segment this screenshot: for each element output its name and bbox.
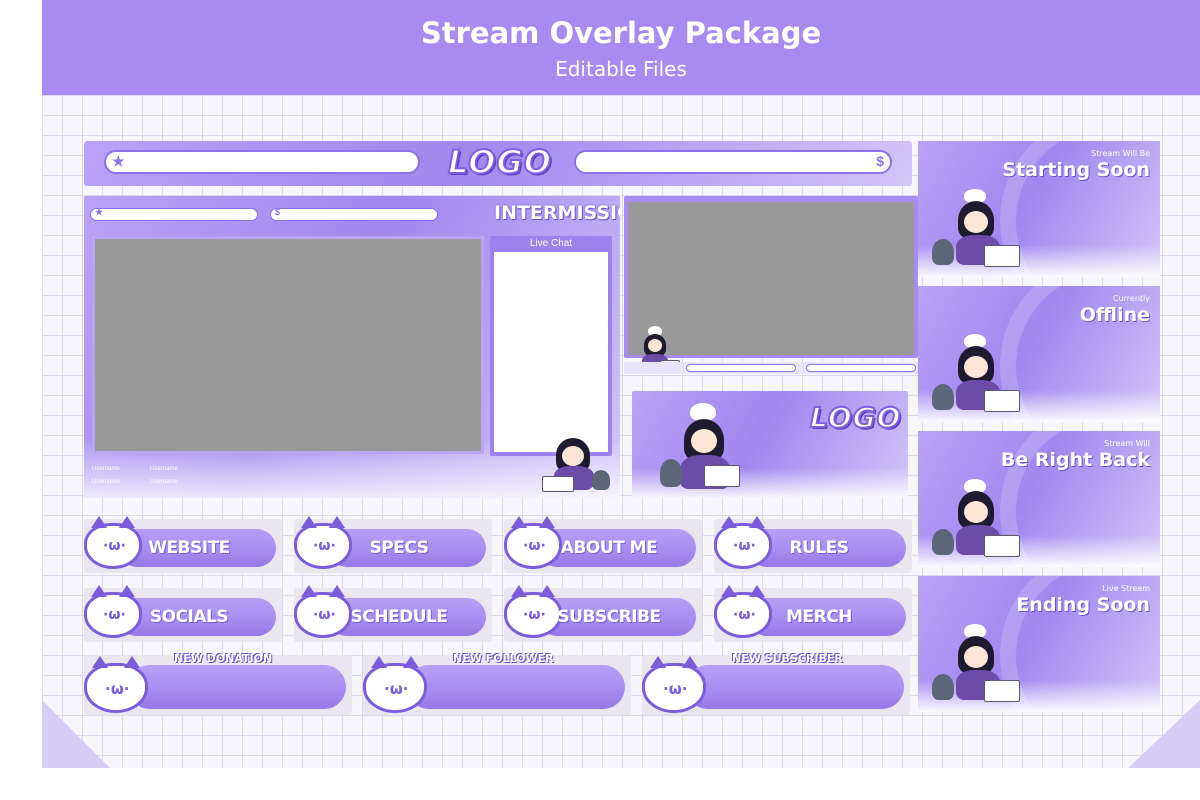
overlay-top-bar: ★ LOGO $ [84, 141, 912, 186]
screen-big-label: Ending Soon [1016, 594, 1150, 616]
cat-face-icon: ·ω· [84, 656, 148, 713]
star-icon: ★ [95, 207, 104, 217]
panel-socials[interactable]: ·ω· SOCIALS [84, 585, 282, 642]
panel-merch[interactable]: ·ω· MERCH [714, 585, 912, 642]
streamer-character [926, 479, 1026, 565]
streamer-character [926, 189, 1026, 275]
screen-small-label: Live Stream [1102, 584, 1150, 593]
panel-schedule[interactable]: ·ω· SCHEDULE [294, 585, 492, 642]
webcam-right-pill [806, 364, 916, 372]
panel-label: RULES [789, 538, 849, 558]
panel-label: ABOUT ME [560, 538, 658, 558]
username-label: Username [92, 479, 120, 485]
webcam-bottom-bar [624, 362, 918, 374]
panel-label: SCHEDULE [350, 607, 448, 627]
top-bar-left-pill: ★ [104, 150, 420, 174]
streamer-character [650, 403, 760, 498]
cat-face-icon: ·ω· [714, 516, 772, 569]
username-label: Username [150, 466, 178, 472]
cat-face-icon: ·ω· [504, 585, 562, 638]
panel-about-me[interactable]: ·ω· ABOUT ME [504, 516, 702, 573]
screen-be-right-back: Stream Will Be Right Back [918, 431, 1160, 567]
streamer-character [926, 334, 1026, 420]
username-label: Username [92, 466, 120, 472]
alert-label: NEW DONATION [174, 652, 273, 665]
screen-ending-soon: Live Stream Ending Soon [918, 576, 1160, 712]
live-chat-title: Live Chat [529, 238, 573, 249]
cat-face-icon: ·ω· [294, 516, 352, 569]
alert-new-subscriber: ·ω· NEW SUBSCRIBER [642, 652, 910, 715]
intermission-title: INTERMISSION [494, 202, 620, 224]
intermission-right-pill: $ [270, 207, 438, 221]
header-banner: Stream Overlay Package Editable Files [42, 0, 1200, 95]
page-title: Stream Overlay Package [420, 16, 822, 50]
cat-face-icon: ·ω· [294, 585, 352, 638]
streamer-character [926, 624, 1026, 710]
panel-label: WEBSITE [148, 538, 230, 558]
screen-big-label: Offline [1079, 304, 1150, 326]
username-label: Username [150, 479, 178, 485]
webcam-area [628, 202, 914, 355]
panel-label: MERCH [786, 607, 852, 627]
page-subtitle: Editable Files [555, 57, 687, 81]
cat-face-icon: ·ω· [504, 516, 562, 569]
dollar-icon: $ [275, 207, 281, 217]
top-bar-logo: LOGO [447, 142, 552, 182]
logo-panel: LOGO [632, 391, 908, 498]
cat-face-icon: ·ω· [84, 585, 142, 638]
alert-new-follower: ·ω· NEW FOLLOWER [363, 652, 631, 715]
screen-small-label: Currently [1112, 294, 1150, 303]
star-icon: ★ [112, 153, 125, 169]
screen-small-label: Stream Will [1104, 439, 1150, 448]
panel-subscribe[interactable]: ·ω· SUBSCRIBE [504, 585, 702, 642]
panel-label: SOCIALS [149, 607, 229, 627]
intermission-left-pill: ★ [90, 207, 258, 221]
screen-big-label: Be Right Back [1000, 449, 1150, 471]
live-chat-body [494, 252, 608, 452]
screen-big-label: Starting Soon [1002, 159, 1150, 181]
screen-starting-soon: Stream Will Be Starting Soon [918, 141, 1160, 277]
panel-label: SPECS [369, 538, 429, 558]
webcam-left-pill [686, 364, 796, 372]
alert-label: NEW FOLLOWER [453, 652, 554, 665]
panel-website[interactable]: ·ω· WEBSITE [84, 516, 282, 573]
cat-face-icon: ·ω· [714, 585, 772, 638]
alert-new-donation: ·ω· NEW DONATION [84, 652, 352, 715]
cat-face-icon: ·ω· [642, 656, 706, 713]
panel-specs[interactable]: ·ω· SPECS [294, 516, 492, 573]
streamer-character [534, 426, 614, 496]
live-chat-box: Live Chat [490, 236, 612, 456]
panel-rules[interactable]: ·ω· RULES [714, 516, 912, 573]
cat-face-icon: ·ω· [84, 516, 142, 569]
screen-offline: Currently Offline [918, 286, 1160, 422]
screen-small-label: Stream Will Be [1091, 149, 1150, 158]
top-bar-right-pill: $ [574, 150, 892, 174]
intermission-video-area [92, 236, 484, 454]
alert-label: NEW SUBSCRIBER [732, 652, 843, 665]
cat-face-icon: ·ω· [363, 656, 427, 713]
panel-label: SUBSCRIBE [557, 607, 661, 627]
dollar-icon: $ [876, 153, 884, 169]
panel-logo: LOGO [809, 400, 902, 435]
